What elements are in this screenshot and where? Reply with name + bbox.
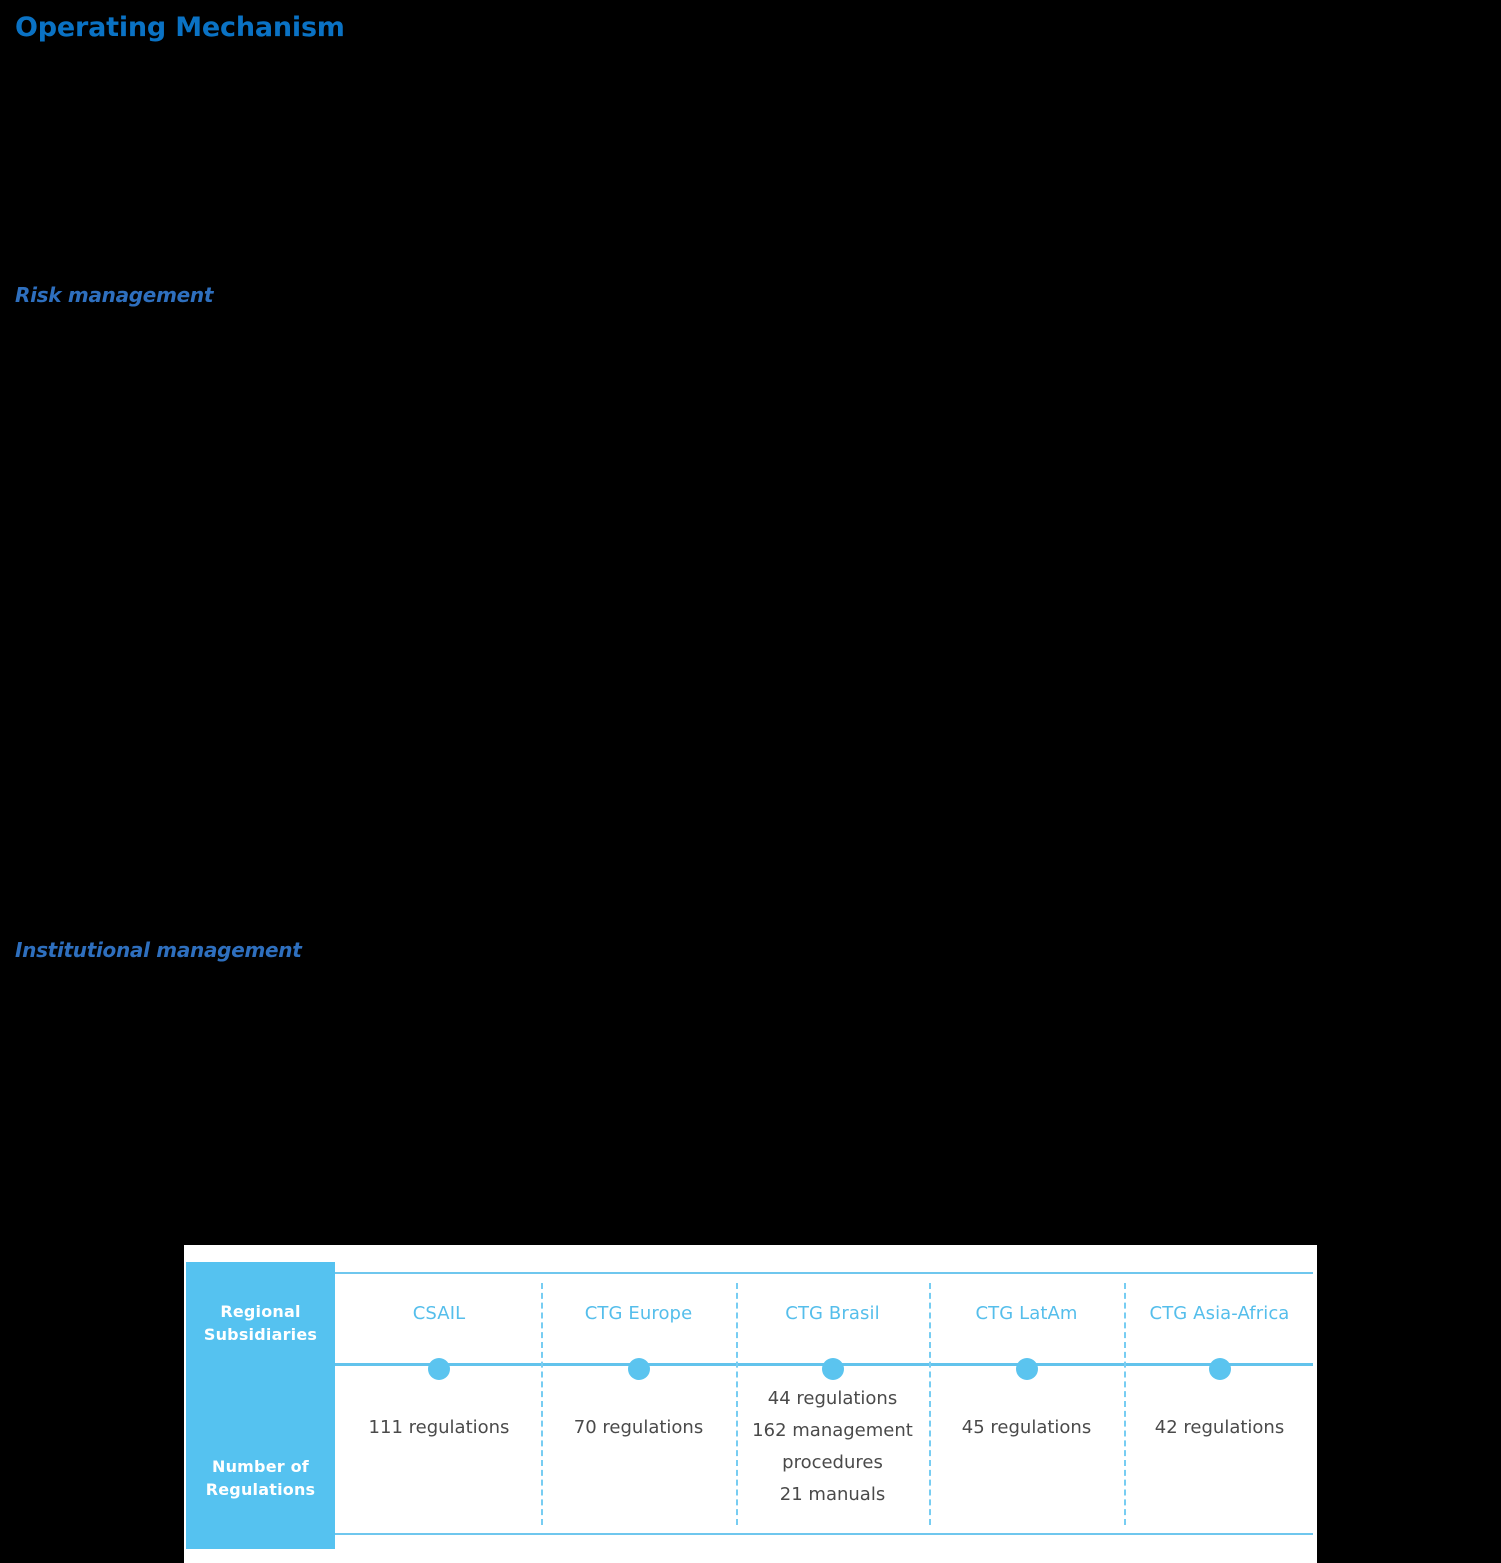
row-label-number-line2: Regulations bbox=[205, 1480, 316, 1500]
value-item: 42 regulations bbox=[1154, 1417, 1285, 1438]
column-marker-dot-icon bbox=[1208, 1358, 1231, 1380]
row-label-regional-line1: Regional bbox=[220, 1302, 301, 1321]
row-label-regional-subsidiaries: Regional Subsidiaries bbox=[186, 1300, 335, 1346]
column-header-ctg-latam: CTG LatAm bbox=[975, 1303, 1078, 1324]
value-item: 21 manuals bbox=[779, 1484, 886, 1506]
column-header-ctg-europe: CTG Europe bbox=[584, 1303, 693, 1324]
column-separator-2 bbox=[736, 1283, 738, 1525]
column-header-ctg-brasil: CTG Brasil bbox=[785, 1303, 880, 1324]
column-separator-3 bbox=[929, 1283, 931, 1525]
column-values-ctg-asia-africa: 42 regulations bbox=[1126, 1412, 1313, 1444]
column-marker-dot-icon bbox=[627, 1358, 650, 1380]
value-item: 44 regulations bbox=[767, 1388, 898, 1409]
value-item: 162 management procedures bbox=[752, 1420, 913, 1474]
row-label-regional-line2: Subsidiaries bbox=[203, 1325, 318, 1345]
column-separator-1 bbox=[541, 1283, 543, 1525]
column-values-ctg-latam: 45 regulations bbox=[931, 1412, 1122, 1444]
regulations-table: Regional Subsidiaries Number of Regulati… bbox=[184, 1245, 1317, 1563]
row-label-column: Regional Subsidiaries Number of Regulati… bbox=[186, 1262, 335, 1549]
page-title: Operating Mechanism bbox=[15, 12, 345, 43]
value-item: 111 regulations bbox=[368, 1417, 510, 1438]
table-rule-top bbox=[335, 1272, 1313, 1274]
column-marker-dot-icon bbox=[428, 1358, 450, 1380]
row-label-number-of-regulations: Number of Regulations bbox=[186, 1455, 335, 1501]
column-header-ctg-asia-africa: CTG Asia-Africa bbox=[1149, 1303, 1290, 1324]
column-values-csail: 111 regulations bbox=[339, 1412, 539, 1444]
column-values-ctg-brasil: 44 regulations 162 management procedures… bbox=[738, 1383, 927, 1511]
section-heading-institutional-management: Institutional management bbox=[15, 938, 302, 962]
column-separator-4 bbox=[1124, 1283, 1126, 1525]
column-values-ctg-europe: 70 regulations bbox=[543, 1412, 734, 1444]
column-header-csail: CSAIL bbox=[412, 1303, 466, 1324]
value-item: 45 regulations bbox=[961, 1417, 1092, 1438]
column-marker-dot-icon bbox=[1015, 1358, 1038, 1380]
section-heading-risk-management: Risk management bbox=[15, 283, 214, 307]
column-marker-dot-icon bbox=[821, 1358, 844, 1380]
row-label-number-line1: Number of bbox=[212, 1457, 309, 1476]
value-item: 70 regulations bbox=[573, 1417, 704, 1438]
table-rule-bottom bbox=[335, 1533, 1313, 1535]
